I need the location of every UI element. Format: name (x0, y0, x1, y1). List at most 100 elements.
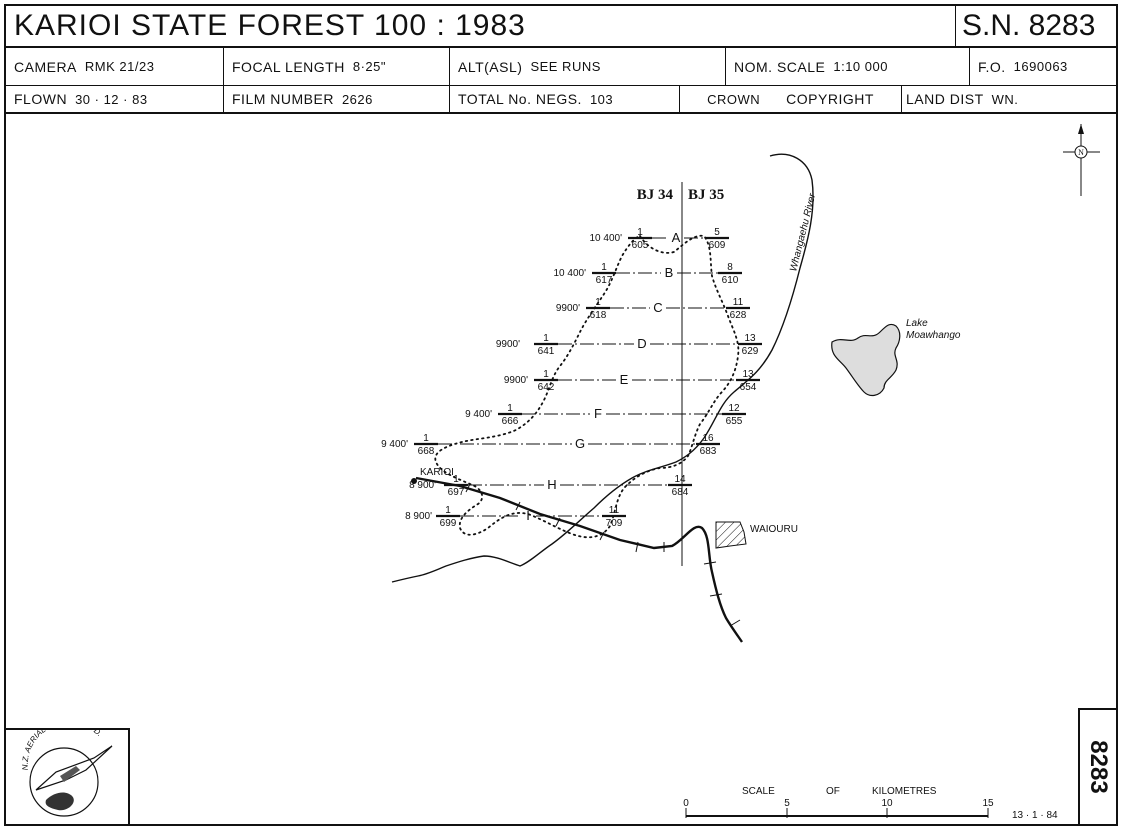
run-end-strip-e: 13 (742, 369, 754, 380)
run-start-strip-c: 1 (595, 297, 601, 308)
waiouru-area (715, 521, 747, 549)
scale-bar: SCALE OF KILOMETRES 0 5 10 15 (683, 786, 994, 818)
waiouru-label: WAIOURU (750, 524, 798, 535)
run-end-strip-b: 8 (727, 262, 733, 273)
run-letter-a: A (672, 230, 681, 245)
run-start-strip-i: 1 (445, 505, 451, 516)
scale-value: 1:10 000 (833, 59, 888, 74)
run-letter-e: E (620, 372, 629, 387)
negs-cell: TOTAL No. NEGS.103 (450, 86, 680, 114)
run-letter-f: F (594, 406, 602, 421)
run-start-photo-c: 618 (590, 310, 607, 321)
run-altitude-h: 8 900' (409, 480, 436, 491)
nz-aerial-mapping-logo: N.Z. AERIAL MAPPING LTD. (21, 730, 113, 817)
run-end-strip-i: 11 (609, 505, 620, 516)
scale-word-1: SCALE (742, 786, 775, 797)
run-end-photo-d: 629 (742, 346, 759, 357)
run-altitude-b: 10 400' (554, 268, 587, 279)
run-end-photo-f: 655 (726, 416, 743, 427)
run-altitude-f: 9 400' (465, 409, 492, 420)
run-start-photo-f: 666 (502, 416, 519, 427)
lake-moawhango (831, 323, 901, 397)
flight-run-e: E 9900' 1 642 13 654 (504, 369, 760, 393)
railway-line (415, 476, 743, 643)
film-label: FILM NUMBER (232, 91, 334, 107)
run-end-photo-c: 628 (730, 310, 747, 321)
run-letter-b: B (665, 265, 674, 280)
crown-text: CROWN (707, 91, 761, 107)
flown-value: 30 · 12 · 83 (75, 91, 148, 107)
run-start-strip-a: 1 (637, 227, 643, 238)
run-start-strip-b: 1 (601, 262, 607, 273)
run-end-strip-d: 13 (744, 333, 756, 344)
print-date: 13 · 1 · 84 (1012, 810, 1058, 821)
flight-run-b: B 10 400' 1 617 8 610 (554, 262, 742, 286)
whangaehu-river (391, 153, 814, 583)
run-letter-d: D (637, 336, 646, 351)
fo-cell: F.O.1690063 (970, 48, 1116, 86)
run-end-strip-h: 14 (674, 474, 686, 485)
lake-label-2: Moawhango (906, 330, 961, 341)
lake-label-1: Lake (906, 318, 928, 329)
camera-value: RMK 21/23 (84, 59, 155, 74)
strip-left-label: BJ 34 (637, 187, 674, 203)
fo-value: 1690063 (1013, 59, 1068, 74)
run-altitude-g: 9 400' (381, 439, 408, 450)
sheet-title-text: KARIOI STATE FOREST 100 : 1983 (14, 9, 526, 42)
north-label: N (1078, 148, 1084, 157)
focal-label: FOCAL LENGTH (232, 58, 345, 75)
sheet-number-box: 8283 (1078, 708, 1116, 824)
scale-word-3: KILOMETRES (872, 786, 937, 797)
copyright-text: COPYRIGHT (786, 91, 874, 107)
run-start-photo-d: 641 (538, 346, 555, 357)
camera-label: CAMERA (14, 58, 77, 75)
run-letter-i: I (526, 508, 530, 523)
forest-boundary (434, 234, 740, 539)
run-start-photo-e: 642 (538, 382, 555, 393)
north-arrow-icon: N (1063, 124, 1100, 196)
run-end-strip-g: 16 (702, 433, 714, 444)
run-start-photo-b: 617 (596, 275, 613, 286)
run-end-photo-i: 709 (606, 518, 623, 529)
alt-cell: ALT(ASL) SEE RUNS (450, 48, 726, 86)
run-start-strip-e: 1 (543, 369, 549, 380)
scale-tick-5: 5 (784, 798, 790, 809)
run-letter-c: C (653, 300, 662, 315)
run-letter-h: H (547, 477, 556, 492)
run-start-strip-f: 1 (507, 403, 513, 414)
run-altitude-d: 9900' (496, 339, 520, 350)
scale-tick-15: 15 (982, 798, 994, 809)
run-altitude-e: 9900' (504, 375, 528, 386)
run-start-photo-i: 699 (440, 518, 457, 529)
run-end-photo-b: 610 (722, 275, 739, 286)
river-label: Whangaehu River (788, 192, 818, 273)
run-start-strip-g: 1 (423, 433, 429, 444)
strip-right-label: BJ 35 (688, 187, 724, 203)
negs-value: 103 (589, 91, 614, 107)
scale-tick-0: 0 (683, 798, 689, 809)
camera-cell: CAMERA RMK 21/23 (6, 48, 224, 86)
scale-word-2: OF (826, 786, 840, 797)
alt-label: ALT(ASL) (458, 58, 523, 75)
flown-label: FLOWN (14, 91, 68, 107)
run-end-photo-a: 609 (709, 240, 726, 251)
run-end-strip-f: 12 (728, 403, 740, 414)
sheet-number-header: S.N. 8283 (956, 6, 1116, 48)
scale-tick-10: 10 (881, 798, 893, 809)
karioi-point (411, 478, 417, 484)
run-end-strip-a: 5 (714, 227, 720, 238)
run-start-photo-a: 605 (632, 240, 649, 251)
run-end-photo-e: 654 (740, 382, 757, 393)
alt-value: SEE RUNS (530, 59, 601, 74)
flight-run-f: F 9 400' 1 666 12 655 (465, 403, 746, 427)
run-letter-g: G (575, 436, 585, 451)
sheet-number-text: S.N. 8283 (962, 9, 1096, 42)
landdist-value: WN. (991, 91, 1019, 107)
